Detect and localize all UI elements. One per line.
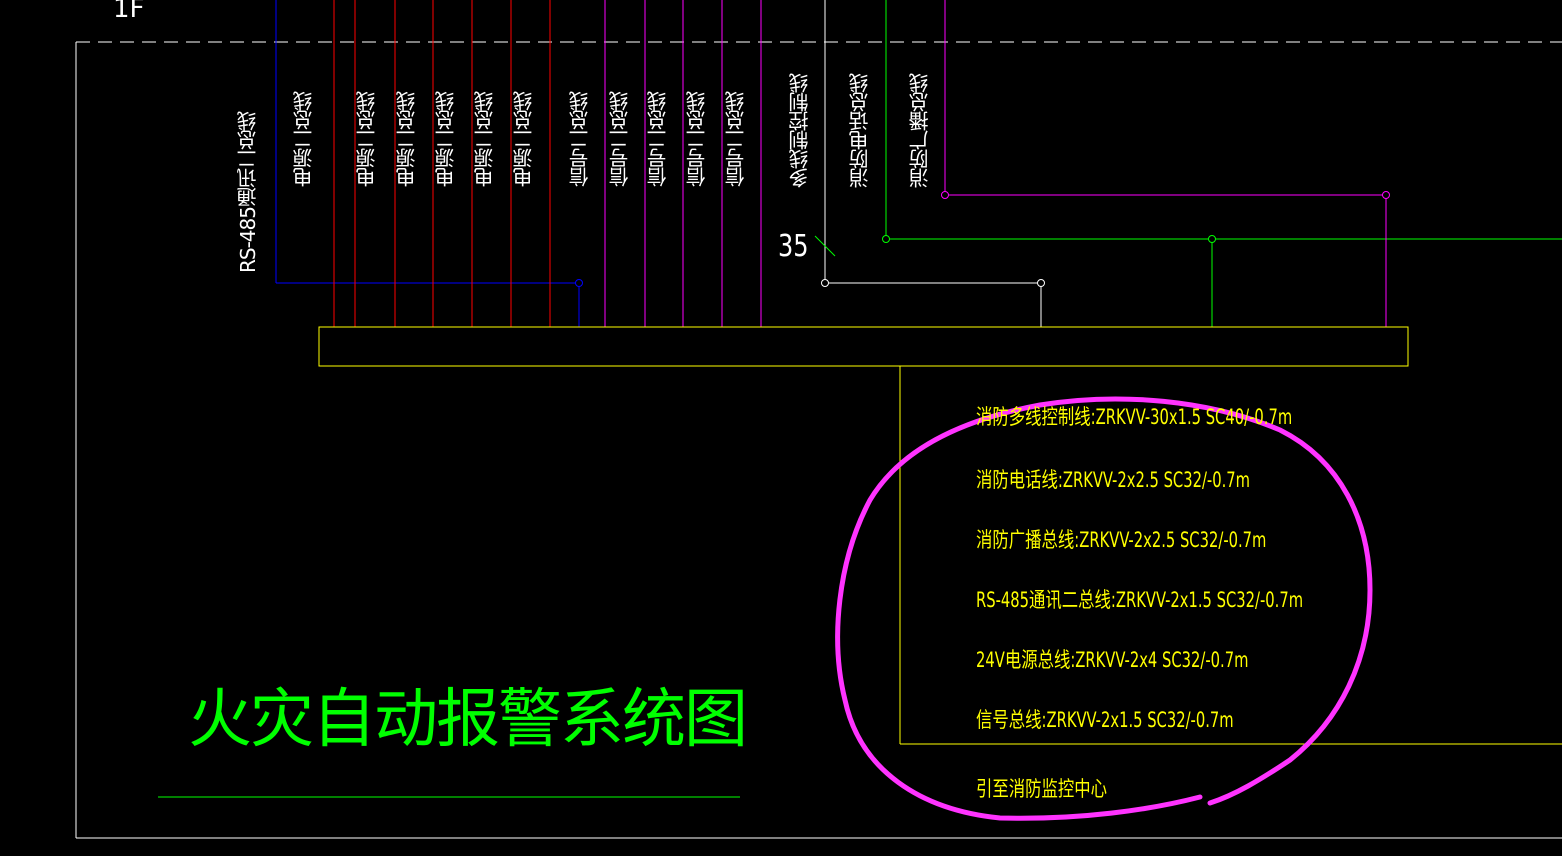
terminal-circle-icon (821, 279, 829, 287)
label-rs485-bus: RS-485通讯二总线 (236, 112, 260, 273)
label-signal-bus: 信号二总线 (724, 92, 748, 187)
label-power-bus: 电源二总线 (355, 92, 379, 187)
spec-power-24v: 24V电源总线:ZRKVV-2x4 SC32/-0.7m (976, 648, 1249, 672)
floor-label: 1F (113, 0, 145, 24)
label-power-bus: 电源二总线 (512, 92, 536, 187)
control-line-count: 35 (778, 229, 809, 264)
label-signal-bus: 信号二总线 (608, 92, 632, 187)
spec-phone: 消防电话线:ZRKVV-2x2.5 SC32/-0.7m (976, 468, 1251, 492)
terminal-circle-icon (1208, 235, 1216, 243)
label-signal-bus: 信号二总线 (646, 92, 670, 187)
terminal-circle-icon (941, 191, 949, 199)
spec-signal: 信号总线:ZRKVV-2x1.5 SC32/-0.7m (976, 708, 1234, 732)
label-power-bus: 电源二总线 (395, 92, 419, 187)
terminal-circle-icon (575, 279, 583, 287)
label-power-bus: 电源二总线 (292, 92, 316, 187)
spec-broadcast: 消防广播总线:ZRKVV-2x2.5 SC32/-0.7m (976, 528, 1267, 552)
label-signal-bus: 信号二总线 (568, 92, 592, 187)
label-signal-bus: 信号二总线 (685, 92, 709, 187)
terminal-circle-icon (1382, 191, 1390, 199)
terminal-circle-icon (882, 235, 890, 243)
label-power-bus: 电源二总线 (473, 92, 497, 187)
spec-rs485: RS-485通讯二总线:ZRKVV-2x1.5 SC32/-0.7m (976, 588, 1304, 612)
drawing-title: 火灾自动报警系统图 (188, 683, 748, 757)
spec-multi-control: 消防多线控制线:ZRKVV-30x1.5 SC40/-0.7m (976, 405, 1293, 429)
terminal-panel (318, 326, 1409, 367)
rs485-bus (275, 0, 583, 327)
terminal-circle-icon (1037, 279, 1045, 287)
label-broadcast-bus: 消防广播总线 (908, 74, 932, 188)
destination-label: 引至消防监控中心 (976, 777, 1108, 801)
label-power-bus: 电源二总线 (434, 92, 458, 187)
multi-control-line (814, 0, 1045, 327)
label-phone-bus: 消防电话总线 (848, 74, 872, 188)
broadcast-bus (941, 0, 1390, 327)
count-slash-icon (814, 235, 836, 257)
signal-buses (604, 0, 762, 327)
phone-bus (882, 0, 1562, 327)
power-buses (333, 0, 551, 327)
down-lead (899, 366, 1562, 745)
annotation-ellipse (835, 396, 1373, 821)
label-multi-control-line: 多线制控制线 (788, 74, 812, 188)
